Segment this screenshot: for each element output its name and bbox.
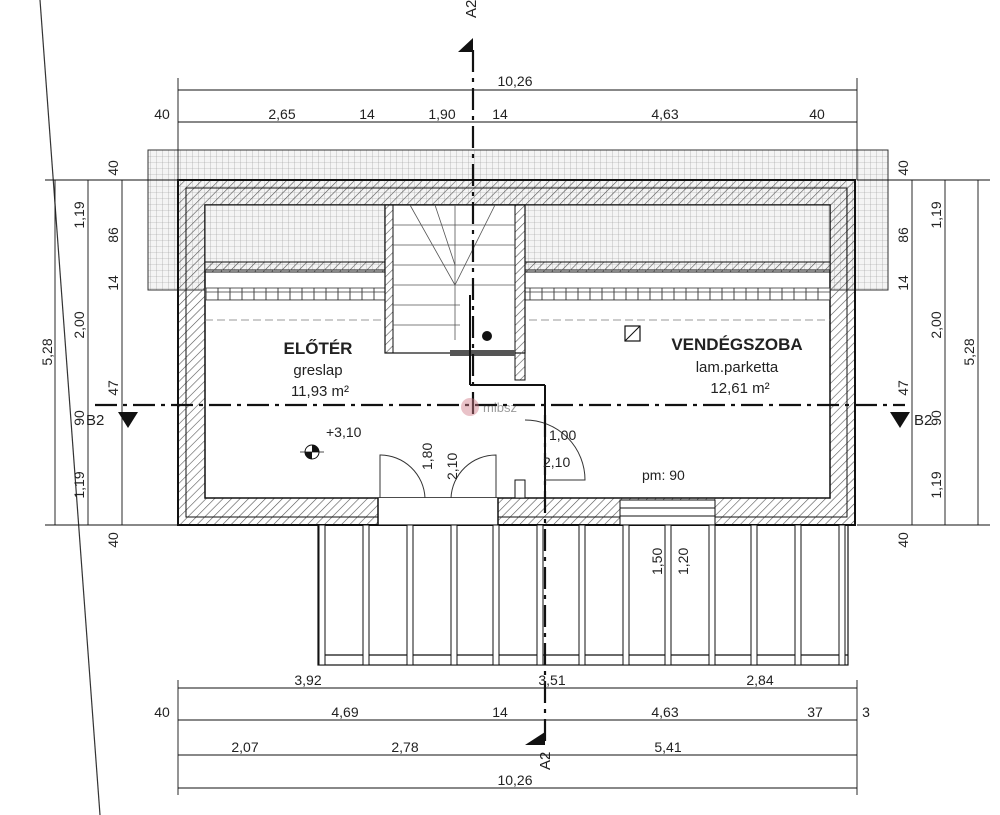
section-label-a-bottom: A2 bbox=[537, 752, 554, 770]
dim-bottom-a2: 2,84 bbox=[746, 672, 773, 688]
dim-bottom-a0: 3,92 bbox=[294, 672, 321, 688]
balcony-railing bbox=[317, 524, 849, 666]
dim-bottom-a1: 3,51 bbox=[538, 672, 565, 688]
room-floor-vendegszoba: lam.parketta bbox=[696, 359, 779, 376]
balcony-post bbox=[536, 524, 544, 666]
dim-bottom-b4: 37 bbox=[807, 704, 823, 720]
dim-bottom bbox=[177, 680, 858, 795]
balcony-post bbox=[318, 524, 326, 666]
outer-wall-inner-line bbox=[185, 187, 848, 518]
door-height: 2,10 bbox=[444, 453, 460, 480]
door2-width: 1,00 bbox=[549, 427, 576, 443]
dim-top-4: 14 bbox=[492, 106, 508, 122]
level-label: +3,10 bbox=[326, 424, 362, 440]
dim-right bbox=[857, 179, 990, 526]
dim-bottom-c0: 2,07 bbox=[231, 739, 258, 755]
dim-right-total: 5,28 bbox=[961, 338, 977, 365]
dim-top-3: 1,90 bbox=[428, 106, 455, 122]
dim-left-2: 86 bbox=[105, 227, 121, 243]
dim-left-1: 1,19 bbox=[71, 201, 87, 228]
dim-right-0: 40 bbox=[895, 160, 911, 176]
dim-bottom-b1: 4,69 bbox=[331, 704, 358, 720]
section-label-b-left: B2 bbox=[86, 412, 104, 429]
section-arrow-a-top bbox=[458, 38, 473, 52]
room-floor-eloter: greslap bbox=[293, 362, 342, 379]
section-arrow-a-bottom bbox=[525, 732, 545, 745]
dim-left-7: 1,19 bbox=[71, 471, 87, 498]
balcony-post bbox=[578, 524, 586, 666]
dim-left bbox=[45, 179, 178, 526]
dim-bottom-b3: 4,63 bbox=[651, 704, 678, 720]
section-arrow-b-right bbox=[890, 412, 910, 428]
watermark-text: mlbsz bbox=[483, 400, 517, 415]
dim-right-1: 86 bbox=[895, 227, 911, 243]
window-width: 1,50 bbox=[649, 548, 665, 575]
dim-right-3: 14 bbox=[895, 275, 911, 291]
dim-left-8: 40 bbox=[105, 532, 121, 548]
dim-top-2: 14 bbox=[359, 106, 375, 122]
dim-bottom-c1: 2,78 bbox=[391, 739, 418, 755]
window-height: 1,20 bbox=[675, 548, 691, 575]
balcony-post bbox=[750, 524, 758, 666]
balcony-post bbox=[492, 524, 500, 666]
staircase bbox=[384, 204, 546, 499]
room-name-vendegszoba: VENDÉGSZOBA bbox=[671, 335, 802, 354]
balcony-window bbox=[619, 499, 716, 526]
knee-wall-right bbox=[524, 204, 831, 271]
dim-left-4: 2,00 bbox=[71, 311, 87, 338]
inner-door-swing bbox=[524, 419, 586, 481]
dim-left-6: 90 bbox=[71, 410, 87, 426]
dim-top bbox=[177, 78, 858, 180]
balcony-post bbox=[450, 524, 458, 666]
dim-right-6: 90 bbox=[928, 410, 944, 426]
insulation-left bbox=[204, 287, 386, 301]
dim-top-1: 2,65 bbox=[268, 106, 295, 122]
door-width: 1,80 bbox=[419, 443, 435, 470]
dim-bottom-b0: 40 bbox=[154, 704, 170, 720]
dim-top-6: 40 bbox=[809, 106, 825, 122]
level-marker bbox=[300, 444, 324, 460]
room-area-vendegszoba: 12,61 m² bbox=[710, 380, 769, 397]
balcony-post bbox=[794, 524, 802, 666]
parapet-height: pm: 90 bbox=[642, 467, 685, 483]
balcony-post bbox=[664, 524, 672, 666]
vent-symbol bbox=[624, 325, 641, 342]
dim-right-7: 1,19 bbox=[928, 471, 944, 498]
insulation-right bbox=[524, 287, 831, 301]
dim-bottom-b5: 3 bbox=[862, 704, 870, 720]
dim-left-3: 14 bbox=[105, 275, 121, 291]
room-area-eloter: 11,93 m² bbox=[291, 383, 349, 400]
balcony-post bbox=[406, 524, 414, 666]
dim-left-total: 5,28 bbox=[39, 338, 55, 365]
dim-right-5: 47 bbox=[895, 380, 911, 396]
dim-bottom-total: 10,26 bbox=[497, 772, 532, 788]
dim-right-4: 2,00 bbox=[928, 311, 944, 338]
balcony-post bbox=[362, 524, 370, 666]
dim-right-8: 40 bbox=[895, 532, 911, 548]
room-name-eloter: ELŐTÉR bbox=[284, 339, 353, 358]
section-label-b-right: B2 bbox=[914, 412, 932, 429]
dim-bottom-b2: 14 bbox=[492, 704, 508, 720]
door2-height: 2,10 bbox=[543, 454, 570, 470]
section-label-a-top: A2 bbox=[463, 0, 480, 18]
knee-wall-left bbox=[204, 204, 386, 271]
dim-top-5: 4,63 bbox=[651, 106, 678, 122]
property-line bbox=[39, 0, 101, 815]
dim-left-5: 47 bbox=[105, 380, 121, 396]
dim-bottom-c2: 5,41 bbox=[654, 739, 681, 755]
dim-top-total: 10,26 bbox=[497, 73, 532, 89]
dim-top-0: 40 bbox=[154, 106, 170, 122]
balcony-post bbox=[838, 524, 846, 666]
dim-left-0: 40 bbox=[105, 160, 121, 176]
section-arrow-b-left bbox=[118, 412, 138, 428]
balcony-post bbox=[622, 524, 630, 666]
watermark-logo: mlbsz bbox=[461, 398, 517, 416]
dim-right-2: 1,19 bbox=[928, 201, 944, 228]
entry-door bbox=[377, 454, 499, 525]
balcony-post bbox=[708, 524, 716, 666]
